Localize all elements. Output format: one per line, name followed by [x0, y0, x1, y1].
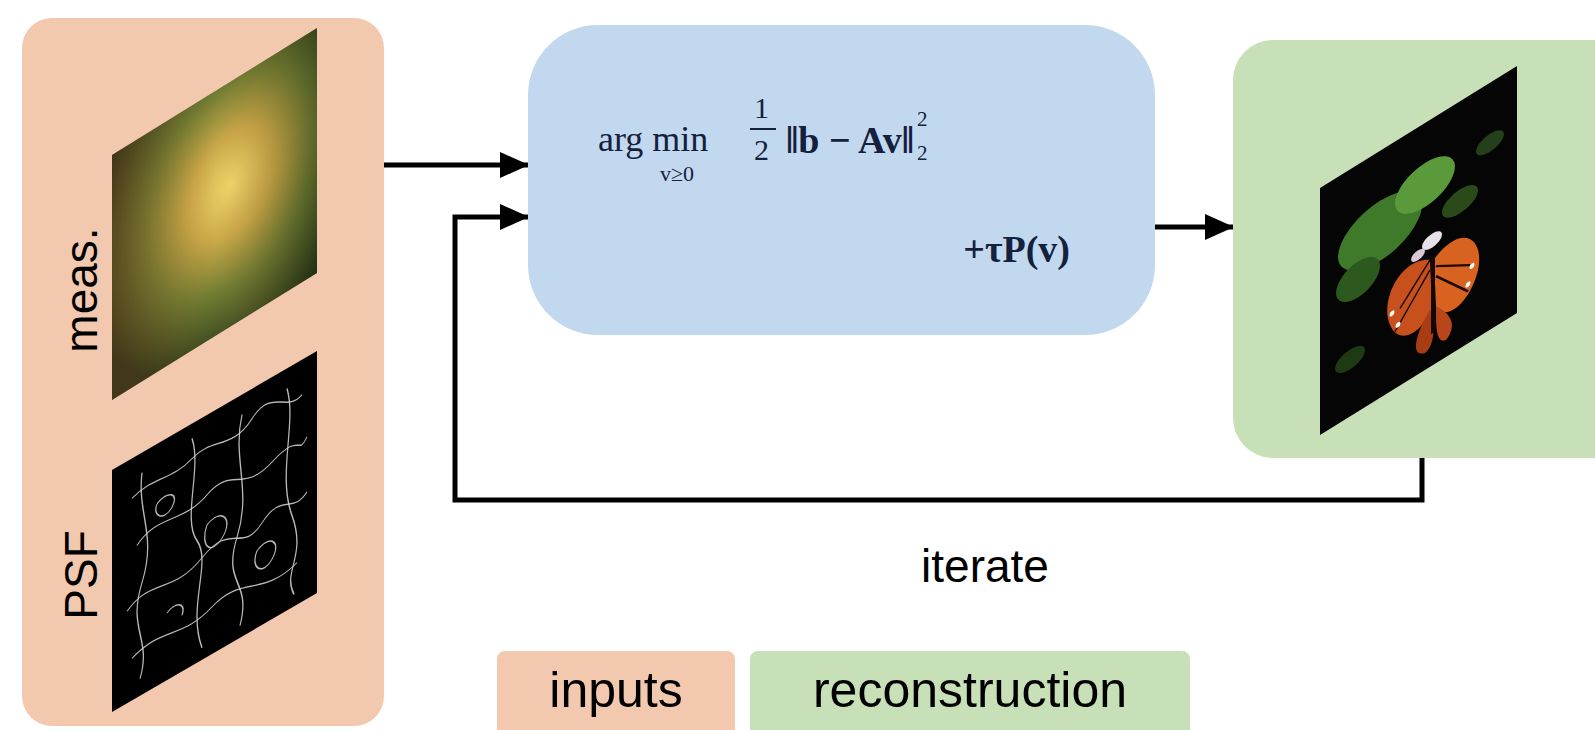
drawing-path [255, 537, 276, 574]
drawing-circle [1466, 280, 1471, 288]
image-label: PSF [58, 530, 104, 619]
drawing-circle [1470, 262, 1475, 270]
drawing-path [1436, 296, 1452, 346]
drawing-line [1431, 256, 1436, 333]
drawing-path [127, 490, 307, 612]
drawing-path [286, 383, 297, 599]
flow-arrow [1155, 225, 1233, 230]
objective-box: arg minv≥012‖b − Av‖22+τP(v) [528, 25, 1155, 335]
drawing-g [127, 372, 307, 691]
drawing-ellipse [1476, 125, 1504, 160]
fraction-denominator: 2 [754, 135, 769, 165]
drawing-ellipse [1422, 227, 1442, 253]
drawing-path [137, 469, 148, 680]
penalty-term: +τP(v) [963, 230, 1070, 268]
legend-text: reconstruction [813, 665, 1127, 715]
drawing-rect [1320, 66, 1517, 435]
drawing-ellipse [1411, 246, 1425, 265]
drawing-path [191, 433, 202, 654]
reconstruction-panel [1233, 40, 1595, 458]
legend-swatch: reconstruction [750, 651, 1190, 730]
legend-text: inputs [549, 665, 682, 715]
drawing-path [167, 601, 183, 624]
drawing-rect [112, 351, 317, 712]
drawing-ellipse [1395, 144, 1455, 225]
norm-term: ‖b − Av‖ [786, 121, 914, 159]
drawing-rect [112, 28, 317, 400]
operator: arg min [598, 121, 708, 157]
drawing-path [1387, 252, 1432, 348]
drawing-path [132, 383, 302, 498]
edge-label: iterate [918, 543, 1052, 589]
superscript: 2 [917, 109, 928, 130]
drawing-path [1434, 225, 1479, 322]
drawing-path [233, 414, 243, 630]
drawing-ellipse [1336, 248, 1380, 311]
psf-image [112, 351, 317, 712]
drawing-path [1416, 308, 1434, 359]
drawing-circle [1390, 309, 1395, 317]
fraction-bar [750, 128, 776, 130]
drawing-rect [112, 28, 317, 400]
drawing-ellipse [1335, 340, 1365, 379]
image-label: meas. [58, 227, 104, 352]
flow-arrow [384, 163, 528, 168]
drawing-path [137, 433, 307, 546]
subscript: 2 [917, 143, 928, 164]
measurement-image [112, 28, 317, 400]
subscript: v≥0 [660, 163, 694, 185]
fraction-numerator: 1 [754, 93, 769, 123]
drawing-path [156, 491, 175, 521]
drawing-circle [1396, 321, 1401, 329]
drawing-path [1395, 235, 1470, 336]
drawing-path [205, 511, 227, 553]
reconstruction-picture [1320, 66, 1517, 435]
inputs-panel: meas. PSF [22, 18, 384, 726]
drawing-ellipse [1338, 175, 1422, 287]
drawing-path [132, 554, 297, 662]
drawing-ellipse [1442, 178, 1478, 224]
legend-swatch: inputs [497, 651, 735, 730]
